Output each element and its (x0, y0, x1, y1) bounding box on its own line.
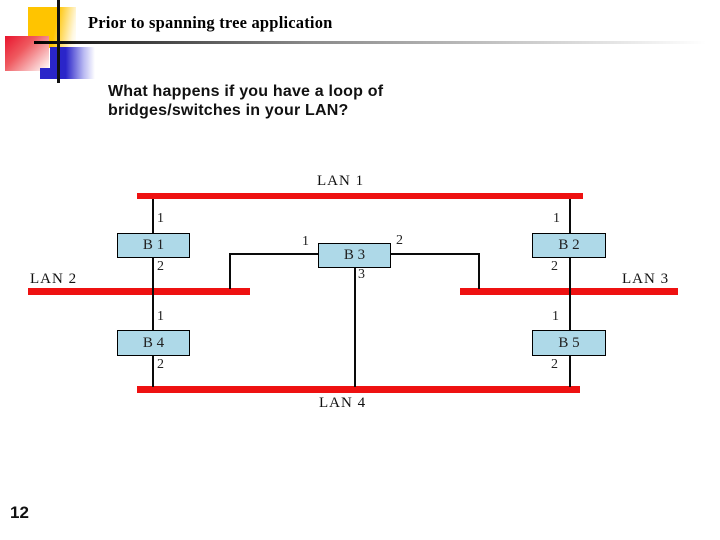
bridge-b1: B 1 (117, 233, 190, 258)
lan3-label: LAN 3 (622, 271, 670, 287)
link-b3-port1-drop-lan2 (229, 253, 231, 289)
link-lan1-b2-lan3-b5-lan4 (569, 199, 571, 387)
bridge-b1-label: B 1 (142, 237, 165, 253)
lan4-label: LAN 4 (319, 395, 367, 411)
port-b3-3: 3 (358, 267, 365, 282)
port-b4-2: 2 (157, 357, 164, 372)
port-b3-1: 1 (302, 234, 309, 249)
link-b3-port1-horizontal (229, 253, 319, 255)
bridge-b3-label: B 3 (343, 247, 366, 263)
link-b3-port2-horizontal (391, 253, 480, 255)
port-b4-1: 1 (157, 309, 164, 324)
body-question: What happens if you have a loop of bridg… (108, 82, 383, 120)
bridge-b4: B 4 (117, 330, 190, 356)
slide-title: Prior to spanning tree application (88, 13, 333, 32)
port-b1-2: 2 (157, 259, 164, 274)
bridge-b5-label: B 5 (558, 334, 580, 351)
port-b2-2: 2 (551, 259, 558, 274)
body-question-line2: bridges/switches in your LAN? (108, 102, 349, 119)
bridge-b3: B 3 (318, 243, 391, 268)
logo-blue-small-square (40, 68, 54, 79)
page-number: 12 (10, 503, 29, 522)
port-b1-1: 1 (157, 211, 164, 226)
port-b5-2: 2 (551, 357, 558, 372)
link-b3-port2-drop-lan3 (478, 253, 480, 289)
port-b2-1: 1 (553, 211, 560, 226)
port-b5-1: 1 (552, 309, 559, 324)
lan1-label: LAN 1 (317, 173, 365, 189)
bridge-b2: B 2 (532, 233, 606, 258)
bridge-b2-label: B 2 (558, 237, 580, 253)
lan2-label: LAN 2 (30, 271, 78, 287)
lan4-bus-bar (137, 386, 580, 393)
link-b3-port3-lan4 (354, 266, 356, 387)
link-lan1-b1-lan2-b4-lan4 (152, 199, 154, 387)
lan1-bus-bar (137, 193, 583, 199)
body-question-line1: What happens if you have a loop of (108, 83, 384, 100)
bridge-b5: B 5 (532, 330, 606, 356)
title-underline-rule (34, 41, 720, 44)
port-b3-2: 2 (396, 233, 403, 248)
bridge-b4-label: B 4 (142, 334, 165, 351)
lan2-bus-bar (28, 288, 250, 295)
